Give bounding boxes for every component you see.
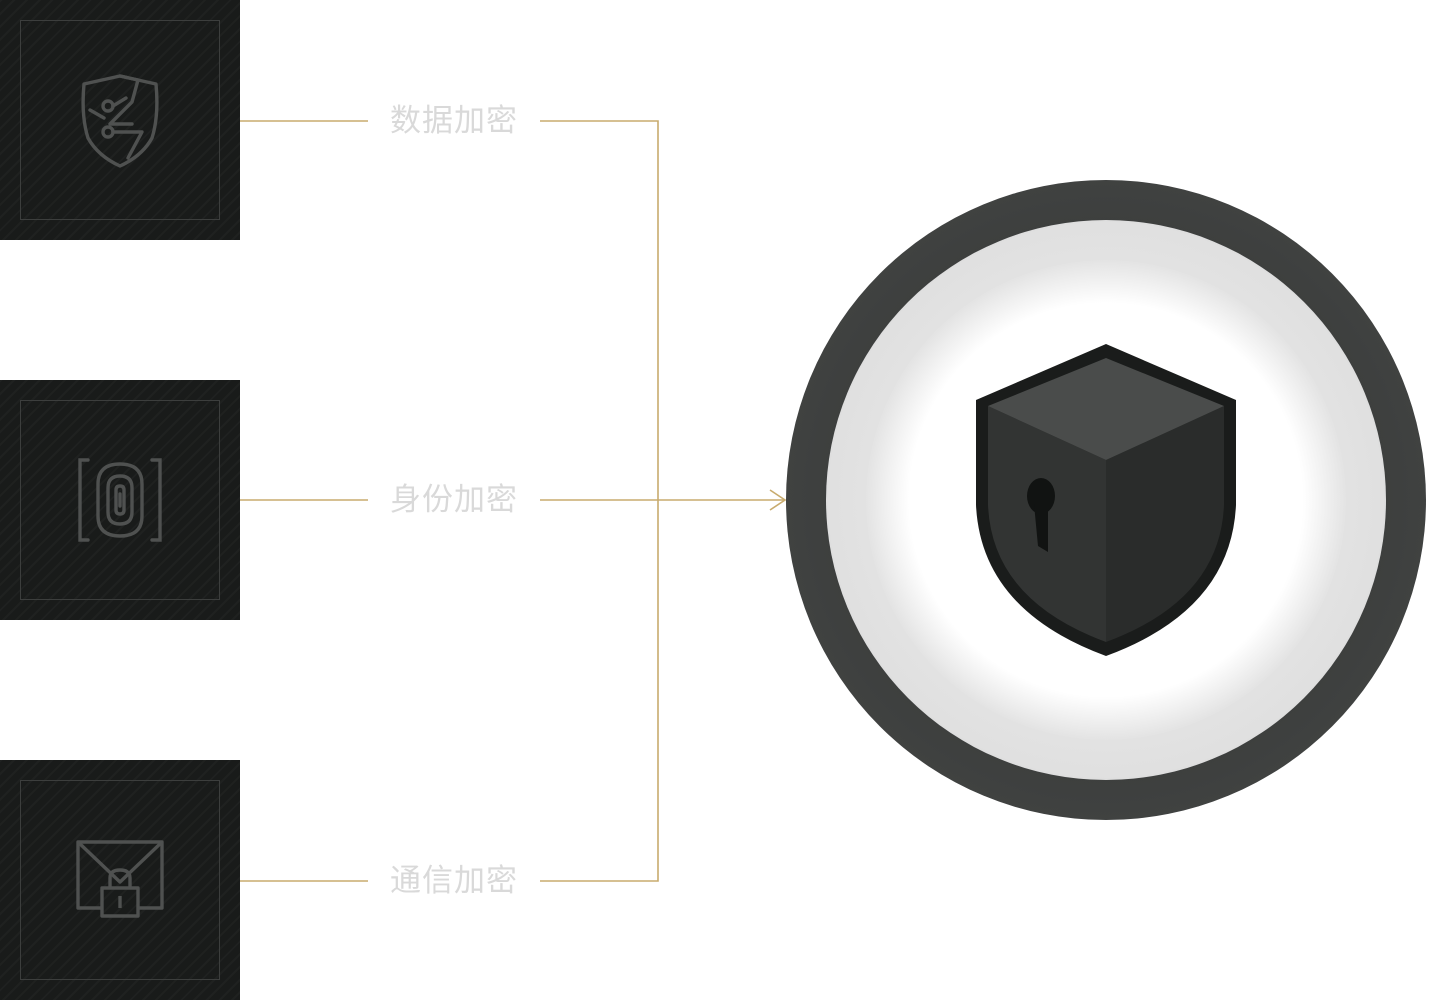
label-communication-encryption: 通信加密: [390, 863, 518, 899]
tile-frame: [20, 20, 220, 220]
fingerprint-icon: [78, 458, 162, 542]
shield-circuit-icon: [81, 74, 159, 168]
envelope-lock-icon: [76, 840, 164, 918]
tile-identity-encryption: [0, 380, 240, 620]
tile-frame: [20, 780, 220, 980]
label-identity-encryption: 身份加密: [390, 482, 518, 518]
keyhole: [1027, 478, 1055, 552]
connector-data-right: [540, 120, 659, 882]
tile-frame: [20, 400, 220, 600]
security-shield-keyhole-icon: [976, 344, 1236, 656]
tile-data-encryption: [0, 0, 240, 240]
arrow-head: [769, 489, 787, 511]
tile-communication-encryption: [0, 760, 240, 1000]
label-data-encryption: 数据加密: [390, 103, 518, 139]
